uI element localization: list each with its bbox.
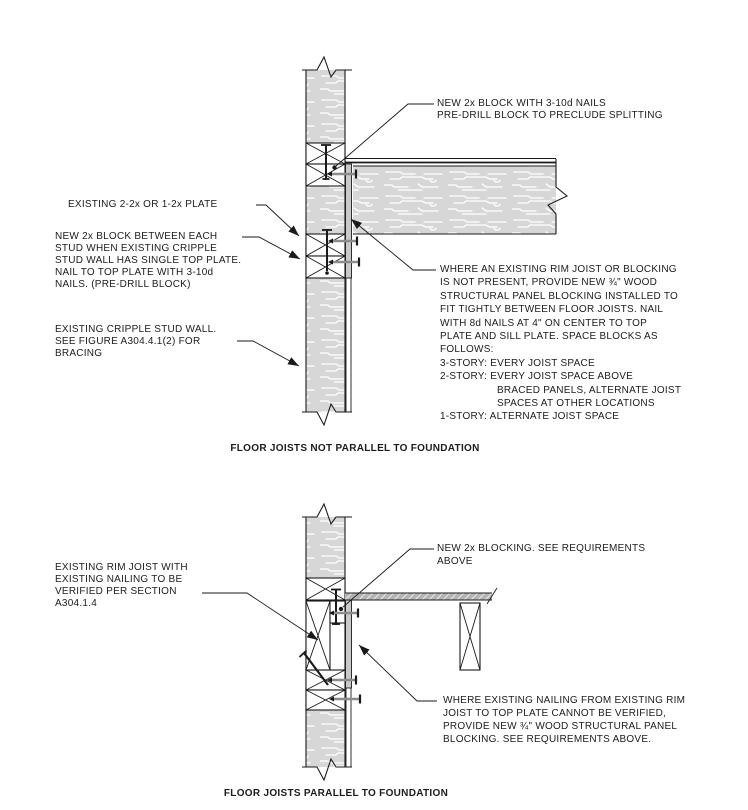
label-line: BRACING bbox=[55, 348, 103, 360]
label-nailing-not-verified-note: WHERE EXISTING NAILING FROM EXISTING RIM… bbox=[443, 694, 685, 746]
label-line: EXISTING 2-2x OR 1-2x PLATE bbox=[68, 199, 218, 210]
label-line: STUD WHEN EXISTING CRIPPLE bbox=[55, 243, 218, 255]
label-existing-plate: EXISTING 2-2x OR 1-2x PLATE bbox=[68, 199, 217, 211]
nail-icon bbox=[327, 675, 358, 685]
label-line: BLOCKING. SEE REQUIREMENTS ABOVE. bbox=[443, 734, 652, 745]
label-line: NEW 2x BLOCK BETWEEN EACH bbox=[55, 231, 218, 242]
wall-wood-section bbox=[306, 710, 345, 767]
wall-wood-section bbox=[306, 278, 345, 412]
label-line: PROVIDE NEW ¾" WOOD STRUCTURAL PANEL bbox=[443, 721, 678, 732]
label-existing-cripple-wall: EXISTING CRIPPLE STUD WALL.SEE FIGURE A3… bbox=[55, 324, 216, 360]
label-line: EXISTING CRIPPLE STUD WALL. bbox=[55, 324, 217, 335]
nails bbox=[321, 144, 361, 275]
label-line: FOLLOWS: bbox=[440, 344, 494, 356]
label-line: IS NOT PRESENT, PROVIDE NEW ¾" WOOD bbox=[440, 277, 658, 289]
sill-plate-block-lower bbox=[305, 689, 346, 711]
break-symbol bbox=[302, 502, 352, 526]
wall-wood-section bbox=[306, 186, 345, 234]
label-line: PRE-DRILL BLOCK TO PRECLUDE SPLITTING bbox=[437, 110, 663, 122]
nails bbox=[298, 588, 362, 704]
label-line: EXISTING RIM JOIST WITH bbox=[55, 562, 188, 573]
label-line: WITH 8d NAILS AT 4" ON CENTER TO TOP bbox=[440, 317, 648, 329]
label-line: NEW 2x BLOCK WITH 3-10d NAILS bbox=[437, 98, 606, 109]
nail-icon bbox=[331, 588, 341, 625]
label-line: BRACED PANELS, ALTERNATE JOIST bbox=[497, 384, 682, 396]
nail-icon bbox=[321, 144, 331, 180]
nail-icon bbox=[329, 608, 360, 618]
figure-title-top: FLOOR JOISTS NOT PARALLEL TO FOUNDATION bbox=[230, 443, 480, 454]
label-line: 2-STORY: EVERY JOIST SPACE ABOVE bbox=[440, 371, 634, 383]
label-line: WHERE EXISTING NAILING FROM EXISTING RIM bbox=[443, 695, 686, 706]
cripple-stud-wall bbox=[302, 55, 352, 427]
label-line: WHERE AN EXISTING RIM JOIST OR BLOCKING bbox=[440, 264, 677, 275]
new-2x-block-lower bbox=[305, 255, 346, 279]
leader-rim-joist-blocking bbox=[350, 218, 436, 271]
existing-plate-block bbox=[305, 233, 346, 257]
wall-wood-section bbox=[306, 70, 345, 143]
nail-icon bbox=[322, 229, 332, 275]
label-line: 3-STORY: EVERY JOIST SPACE bbox=[440, 357, 595, 369]
leader-lines-top bbox=[237, 103, 436, 367]
leader-cripple-wall bbox=[237, 340, 300, 367]
label-line: FIT TIGHTLY BETWEEN FLOOR JOISTS. NAIL bbox=[440, 304, 664, 316]
label-line: EXISTING NAILING TO BE bbox=[55, 574, 183, 586]
leader-new-blocking bbox=[342, 548, 434, 608]
leader-nailing-not-verified bbox=[358, 644, 437, 702]
floor-sheathing bbox=[345, 157, 556, 164]
break-symbol bbox=[486, 587, 498, 605]
label-line: SEE FIGURE A304.4.1(2) FOR bbox=[55, 336, 201, 348]
label-line: ABOVE bbox=[437, 556, 473, 567]
label-line: 1-STORY: ALTERNATE JOIST SPACE bbox=[440, 411, 620, 423]
label-line: VERIFIED PER SECTION bbox=[55, 586, 177, 598]
wall-wood-section bbox=[306, 517, 345, 578]
nail-icon bbox=[328, 257, 361, 267]
label-line: SPACES AT OTHER LOCATIONS bbox=[497, 398, 655, 410]
label-line: NAILS. (PRE-DRILL BLOCK) bbox=[55, 279, 191, 291]
figure-title-bottom: FLOOR JOISTS PARALLEL TO FOUNDATION bbox=[223, 788, 449, 799]
toe-nail-icon bbox=[298, 649, 329, 686]
nail-icon bbox=[329, 694, 362, 704]
leader-existing-plate bbox=[256, 204, 300, 237]
leader-existing-rim-joist bbox=[202, 592, 319, 641]
break-symbol bbox=[302, 757, 352, 782]
label-line: STUD WALL HAS SINGLE TOP PLATE. bbox=[55, 255, 242, 267]
leader-lines-bottom bbox=[202, 548, 437, 702]
label-line: A304.1.4 bbox=[55, 598, 98, 610]
leader-new-block-between bbox=[242, 236, 301, 260]
break-symbol bbox=[547, 159, 569, 234]
floor-joist-section bbox=[459, 602, 481, 671]
figure-top-drawing bbox=[237, 55, 569, 427]
break-symbol bbox=[302, 55, 352, 79]
label-new-2x-blocking: NEW 2x BLOCKING. SEE REQUIREMENTS ABOVE bbox=[437, 542, 645, 568]
break-symbol bbox=[302, 402, 352, 427]
label-line: STRUCTURAL PANEL BLOCKING INSTALLED TO bbox=[440, 290, 679, 302]
nail-icon bbox=[328, 236, 359, 246]
figure-bottom-drawing bbox=[202, 502, 498, 782]
label-line: NEW 2x BLOCKING. SEE REQUIREMENTS bbox=[437, 543, 646, 554]
label-rim-joist-blocking-note: WHERE AN EXISTING RIM JOIST OR BLOCKING I… bbox=[440, 263, 681, 424]
floor-joist bbox=[353, 159, 569, 235]
nail-icon bbox=[327, 169, 358, 179]
panel-blocking-strip bbox=[345, 163, 352, 412]
cripple-stud-wall bbox=[302, 502, 352, 782]
label-line: JOIST TO TOP PLATE CANNOT BE VERIFIED, bbox=[443, 708, 667, 719]
floor-sheathing bbox=[345, 587, 498, 605]
label-line: NAIL TO TOP PLATE WITH 3-10d bbox=[55, 267, 214, 279]
panel-blocking-strip bbox=[345, 599, 352, 767]
label-line: PLATE AND SILL PLATE. SPACE BLOCKS AS bbox=[440, 331, 658, 343]
leader-new-block-nails bbox=[335, 103, 434, 167]
